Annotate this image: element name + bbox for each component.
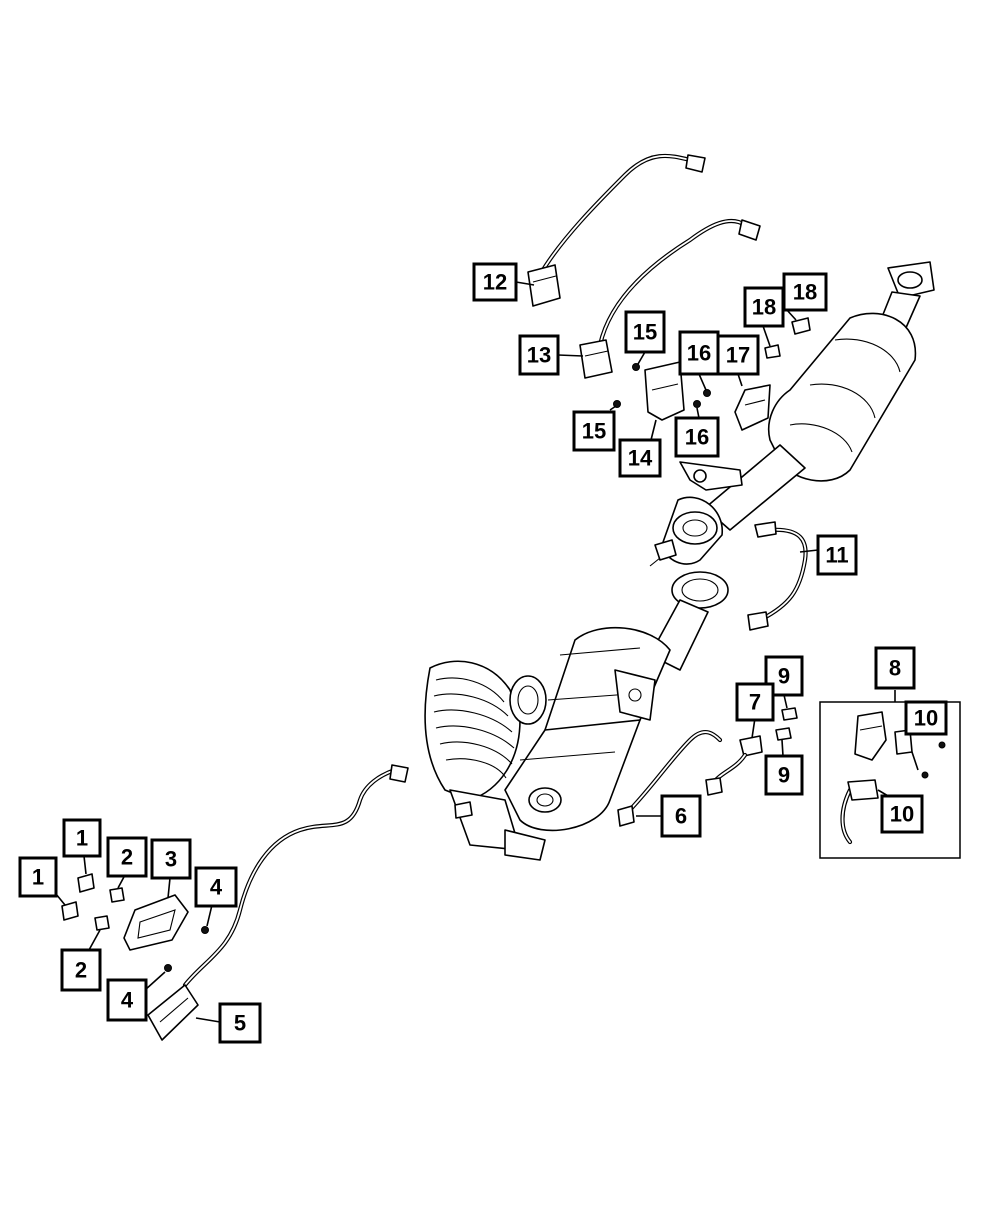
nut-4-lower-icon [164,964,172,972]
callout-9-upper: 9 [764,655,804,697]
callout-17: 17 [716,334,760,376]
lower-temp-sensor-icon [454,801,473,819]
sensor-13-module-icon [579,339,613,379]
clip-18-upper-icon [791,317,811,335]
bracket-17-icon [734,384,771,431]
callout-10-upper: 10 [904,700,948,736]
sensor-12-harness [527,153,706,307]
svg-text:4: 4 [121,988,134,1013]
callout-16-lower: 16 [674,416,720,458]
callout-10-lower: 10 [880,794,924,834]
callout-15-upper: 15 [624,310,666,354]
leader-lines [55,281,919,1023]
callout-2-lower: 2 [60,948,102,992]
svg-text:14: 14 [628,446,653,471]
svg-text:2: 2 [121,845,133,870]
callout-4-lower: 4 [106,978,148,1022]
callout-3: 3 [150,838,192,880]
pressure-sensor-7 [705,735,763,796]
upper-flange-icon [887,261,935,299]
callout-15-lower: 15 [572,410,616,452]
svg-text:12: 12 [483,270,507,295]
temperature-sensor-6 [617,730,723,827]
svg-text:11: 11 [825,543,848,568]
bolt-1-lower-icon [61,901,79,921]
sensor-5-probe-icon [389,764,409,783]
sensor-6-tip-icon [617,805,635,827]
callout-8: 8 [874,646,916,690]
particulate-filter-icon [504,626,671,832]
sensor-13-harness [579,219,761,379]
svg-text:1: 1 [32,865,44,890]
pressure-sensor-icon [649,539,677,567]
nut-4-upper-icon [201,926,209,934]
svg-text:15: 15 [633,320,657,345]
svg-text:6: 6 [675,804,687,829]
catalytic-converter-icon [768,312,917,482]
svg-text:7: 7 [749,690,761,715]
svg-text:2: 2 [75,958,87,983]
flex-pipe-icon [424,660,521,801]
svg-text:18: 18 [752,295,776,320]
callout-1-lower: 1 [18,856,58,898]
nut-16-upper-icon [703,389,711,397]
callout-13: 13 [518,334,560,376]
callout-16-upper: 16 [678,330,720,376]
bracket-3-icon [123,894,189,951]
svg-text:18: 18 [793,280,817,305]
sensor-13-probe-icon [738,219,761,241]
bracket-14-icon [644,361,685,421]
nut-15-upper-icon [632,363,640,371]
sensor-11-bottom-icon [747,611,769,631]
callout-12: 12 [472,262,518,302]
svg-text:5: 5 [234,1011,246,1036]
callout-7: 7 [735,682,775,722]
svg-text:3: 3 [165,847,177,872]
svg-text:16: 16 [685,425,709,450]
svg-text:13: 13 [527,343,551,368]
svg-text:16: 16 [687,341,711,366]
hanger-bracket-icon [679,461,743,491]
lower-flange-icon [671,571,729,609]
svg-text:10: 10 [914,706,938,731]
callout-18-right: 18 [782,272,828,312]
pipe-clamp-icon [509,675,547,725]
svg-text:9: 9 [778,664,790,689]
kit-sensor-10-lower-icon [840,771,929,845]
svg-text:1: 1 [76,826,88,851]
svg-text:10: 10 [890,802,914,827]
callout-5: 5 [218,1002,262,1044]
svg-text:4: 4 [210,875,223,900]
sensor-12-module-icon [527,264,561,307]
clip-18-lower-icon [764,344,781,359]
nut-2-upper-icon [109,887,125,903]
callout-6: 6 [660,794,702,838]
nut-16-lower-icon [693,400,701,408]
callout-11: 11 [816,534,858,576]
sensor-11-top-icon [754,521,777,538]
bolt-9-lower-icon [775,727,792,741]
svg-text:17: 17 [726,343,750,368]
sensor-12-probe-icon [685,154,706,173]
callout-1-upper: 1 [62,818,102,858]
svg-text:8: 8 [889,656,901,681]
bolt-1-upper-icon [77,873,95,893]
callout-4-upper: 4 [194,866,238,908]
svg-text:9: 9 [778,763,790,788]
callout-9-lower: 9 [764,754,804,796]
callout-2-upper: 2 [106,836,148,878]
callout-14: 14 [618,438,662,478]
outlet-flange-icon [528,787,562,813]
bolt-9-upper-icon [781,707,798,721]
svg-text:15: 15 [582,419,606,444]
kit-8-box [819,701,961,859]
kit-bracket-icon [854,711,887,761]
callout-18-left: 18 [743,286,785,328]
sensor-5-module-icon [147,984,199,1041]
exhaust-assembly [424,261,935,861]
nox-sensor-5 [147,764,409,1041]
nut-2-lower-icon [94,915,110,931]
temperature-sensor-11 [747,521,808,631]
